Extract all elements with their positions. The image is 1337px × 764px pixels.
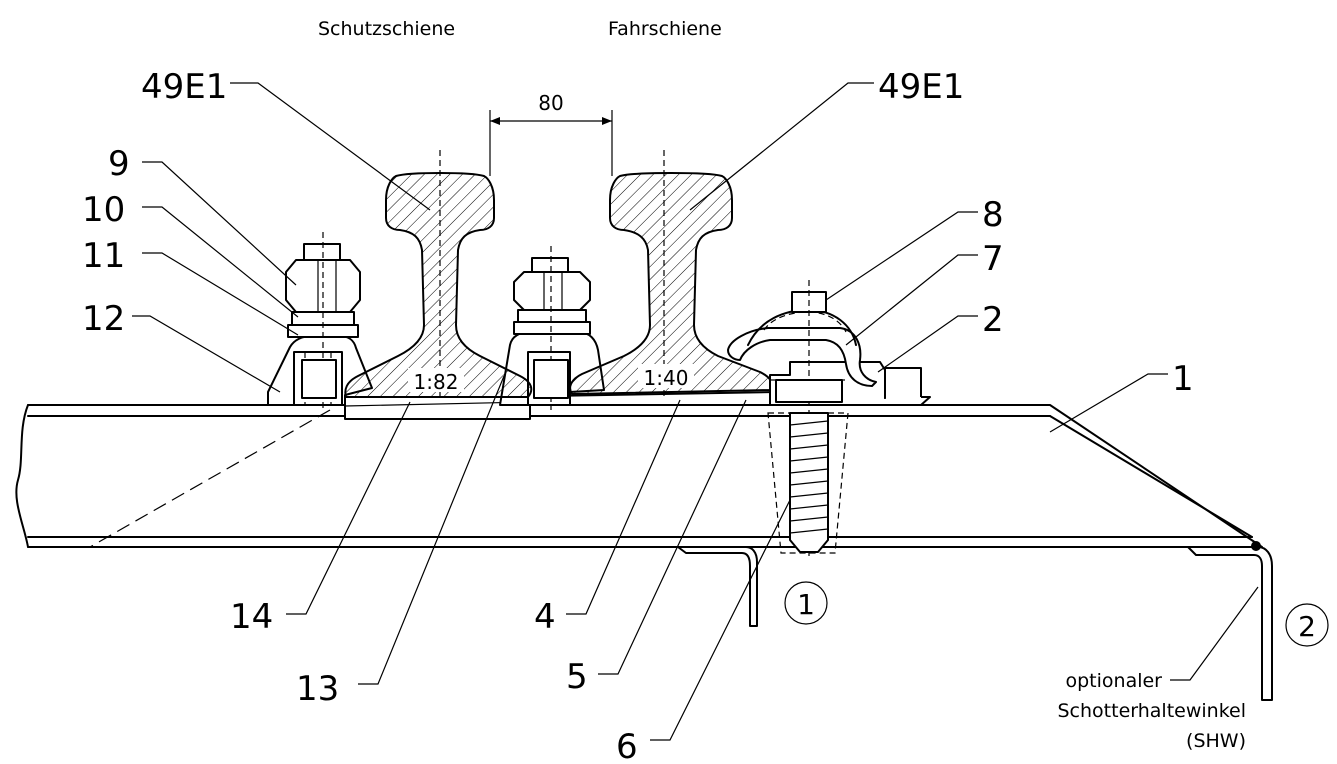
- part-label-6: 6: [616, 727, 638, 764]
- note-line-1: optionaler: [1065, 670, 1162, 692]
- part-label-13: 13: [296, 669, 339, 709]
- part-label-7: 7: [982, 239, 1004, 279]
- part-label-11: 11: [82, 236, 125, 276]
- running-rail-inclination: 1:40: [644, 366, 689, 390]
- part-label-14: 14: [230, 597, 273, 637]
- variant-marker-1: 1: [784, 581, 828, 625]
- leader-lines: [132, 82, 1259, 741]
- dimension-label: 80: [538, 91, 563, 115]
- part-label-8: 8: [982, 195, 1004, 235]
- part-label-1: 1: [1172, 359, 1194, 399]
- ballast-angle-variant-2: [1187, 546, 1273, 701]
- variant-marker-1-text: 1: [797, 588, 815, 621]
- dimension-80: 80: [489, 91, 613, 176]
- part-label-4: 4: [534, 597, 556, 637]
- running-rail-profile: 1:40: [569, 150, 773, 396]
- variant-marker-2-text: 2: [1298, 610, 1316, 643]
- right-rail-profile-label: 49E1: [878, 67, 964, 107]
- right-fastening-assembly: [727, 280, 931, 556]
- part-label-10: 10: [82, 190, 125, 230]
- guard-rail-profile: 1:82: [344, 150, 533, 400]
- part-label-9: 9: [108, 144, 130, 184]
- variant-marker-2: 2: [1285, 603, 1329, 647]
- note-line-2: Schotterhaltewinkel: [1058, 700, 1247, 722]
- running-rail-label: Fahrschiene: [608, 18, 722, 40]
- guard-rail-inclination: 1:82: [414, 370, 459, 394]
- sleeper: [15, 404, 1263, 551]
- left-rail-profile-label: 49E1: [141, 67, 227, 107]
- guard-rail-label: Schutzschiene: [318, 18, 455, 40]
- part-label-2: 2: [982, 300, 1004, 340]
- note-line-3: (SHW): [1186, 730, 1246, 752]
- part-label-5: 5: [566, 657, 588, 697]
- part-label-12: 12: [82, 299, 125, 339]
- ballast-angle-variant-1: [677, 546, 758, 627]
